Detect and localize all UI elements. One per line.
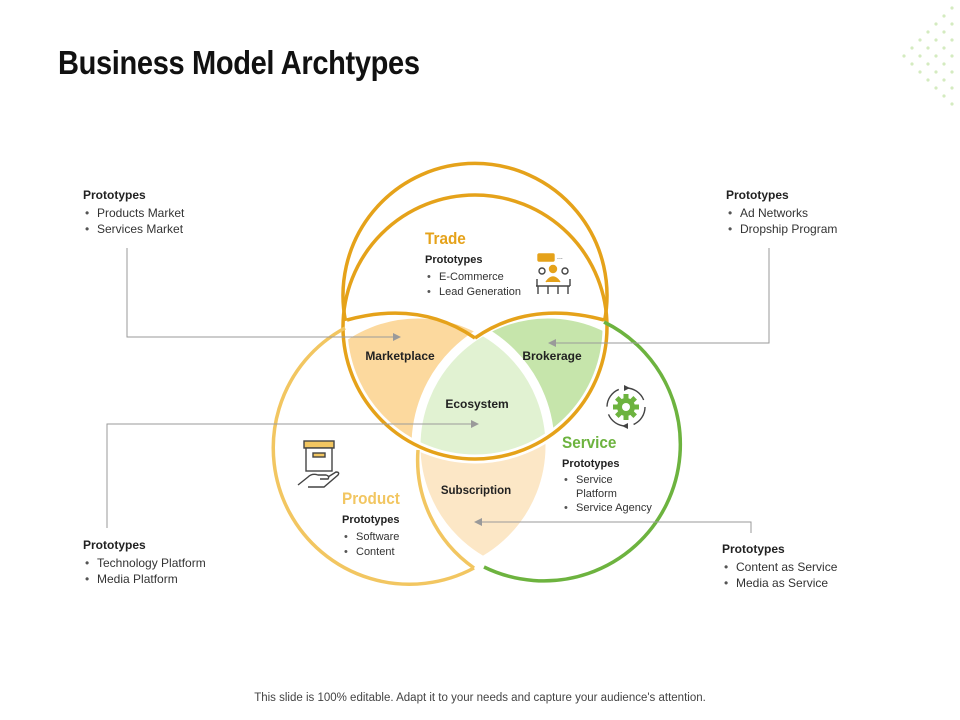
svg-text:...: ... xyxy=(557,254,563,261)
trade-prototypes-heading: Prototypes xyxy=(425,254,483,266)
list-item: Dropship Program xyxy=(726,221,837,237)
list-item: Ad Networks xyxy=(726,205,837,221)
list-item: Products Market xyxy=(83,205,184,221)
connector-bottom-right xyxy=(478,521,752,533)
product-prototypes-heading: Prototypes xyxy=(342,514,400,526)
arrowhead-subscription xyxy=(474,518,482,526)
list-item: Services Market xyxy=(83,221,184,237)
callout-heading: Prototypes xyxy=(83,538,146,552)
service-prototypes-heading: Prototypes xyxy=(562,458,620,470)
arrowhead-ecosystem xyxy=(471,420,479,428)
callout-heading: Prototypes xyxy=(83,188,146,202)
brokerage-label: Brokerage xyxy=(522,349,582,363)
list-item: Technology Platform xyxy=(83,555,206,571)
ecosystem-label: Ecosystem xyxy=(445,397,509,411)
footer-note: This slide is 100% editable. Adapt it to… xyxy=(254,692,706,704)
trade-inner-arc-left xyxy=(346,311,476,340)
service-prototypes: Prototypes Service Platform Service Agen… xyxy=(562,457,667,515)
page-title: Business Model Archtypes xyxy=(58,44,420,81)
connector-top-left xyxy=(126,248,398,338)
list-item: Lead Generation xyxy=(425,285,521,300)
callout-bottom-left: Prototypes Technology Platform Media Pla… xyxy=(83,537,206,587)
subscription-label: Subscription xyxy=(440,485,512,497)
trade-circle-outline xyxy=(341,193,609,461)
trade-prototypes: Prototypes E-Commerce Lead Generation xyxy=(425,253,521,300)
callout-top-left: Prototypes Products Market Services Mark… xyxy=(83,187,184,237)
callout-bottom-right: Prototypes Content as Service Media as S… xyxy=(722,541,837,591)
product-prototypes: Prototypes Software Content xyxy=(342,513,399,560)
product-inner-arc xyxy=(415,449,476,570)
list-item: E-Commerce xyxy=(425,270,521,285)
list-item: Service Platform xyxy=(562,473,646,501)
box-in-hand-icon xyxy=(297,440,340,488)
gear-cycle-icon xyxy=(606,385,646,429)
decorative-dot-pattern xyxy=(902,6,954,106)
meeting-people-icon: ... xyxy=(536,253,571,294)
product-arc xyxy=(271,326,475,586)
arrowhead-marketplace xyxy=(393,333,401,341)
list-item: Software xyxy=(342,530,399,545)
trade-inner-arc-right xyxy=(474,311,605,340)
list-item: Media as Service xyxy=(722,575,837,591)
callout-heading: Prototypes xyxy=(726,188,789,202)
marketplace-label: Marketplace xyxy=(365,349,435,363)
list-item: Content as Service xyxy=(722,559,837,575)
trade-title: Trade xyxy=(425,229,466,248)
connector-bottom-left xyxy=(106,423,475,528)
connector-top-right xyxy=(553,248,770,344)
list-item: Content xyxy=(342,545,399,560)
callout-heading: Prototypes xyxy=(722,542,785,556)
product-title: Product xyxy=(342,489,400,508)
list-item: Media Platform xyxy=(83,571,206,587)
arrowhead-brokerage xyxy=(548,339,556,347)
service-title: Service xyxy=(562,433,617,452)
trade-arc xyxy=(341,161,609,322)
callout-top-right: Prototypes Ad Networks Dropship Program xyxy=(726,187,837,237)
list-item: Service Agency xyxy=(562,501,667,515)
